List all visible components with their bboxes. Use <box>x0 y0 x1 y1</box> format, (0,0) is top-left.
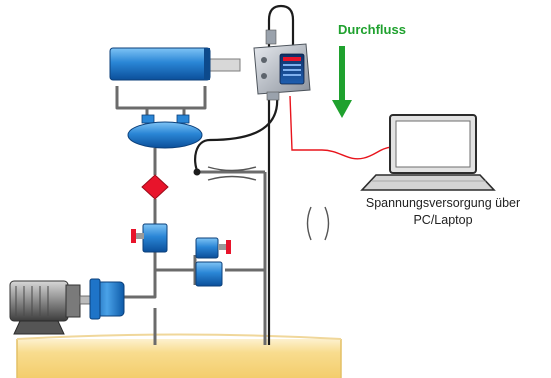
power-supply-line-1: Spannungsversorgung über <box>365 196 521 210</box>
laptop-computer <box>360 114 496 191</box>
throttle-arc-top <box>207 166 257 172</box>
oil-tank <box>16 333 342 378</box>
pipe-network <box>115 86 267 345</box>
throttle-arc-bottom <box>207 175 257 181</box>
flow-meter-sensor <box>253 29 311 101</box>
power-supply-line-2: PC/Laptop <box>413 213 473 227</box>
flow-label: Durchfluss <box>338 22 406 37</box>
pressure-relief-valve <box>195 237 231 287</box>
hydraulic-accumulator <box>127 114 203 149</box>
control-valve <box>131 223 168 253</box>
power-supply-label: Spannungsversorgung über PC/Laptop <box>343 195 543 229</box>
hydraulic-cylinder <box>109 47 241 81</box>
hydraulic-pump <box>89 278 125 320</box>
pump-outlet-pipe <box>123 252 157 299</box>
cylinder-lines <box>115 86 207 110</box>
tank-liquid <box>17 339 341 378</box>
electric-motor <box>9 280 93 335</box>
usb-cable <box>289 95 393 160</box>
flow-direction-arrow <box>332 46 352 118</box>
restriction-left <box>306 206 312 241</box>
filter-diamond <box>141 174 169 200</box>
restriction-right <box>324 206 330 241</box>
